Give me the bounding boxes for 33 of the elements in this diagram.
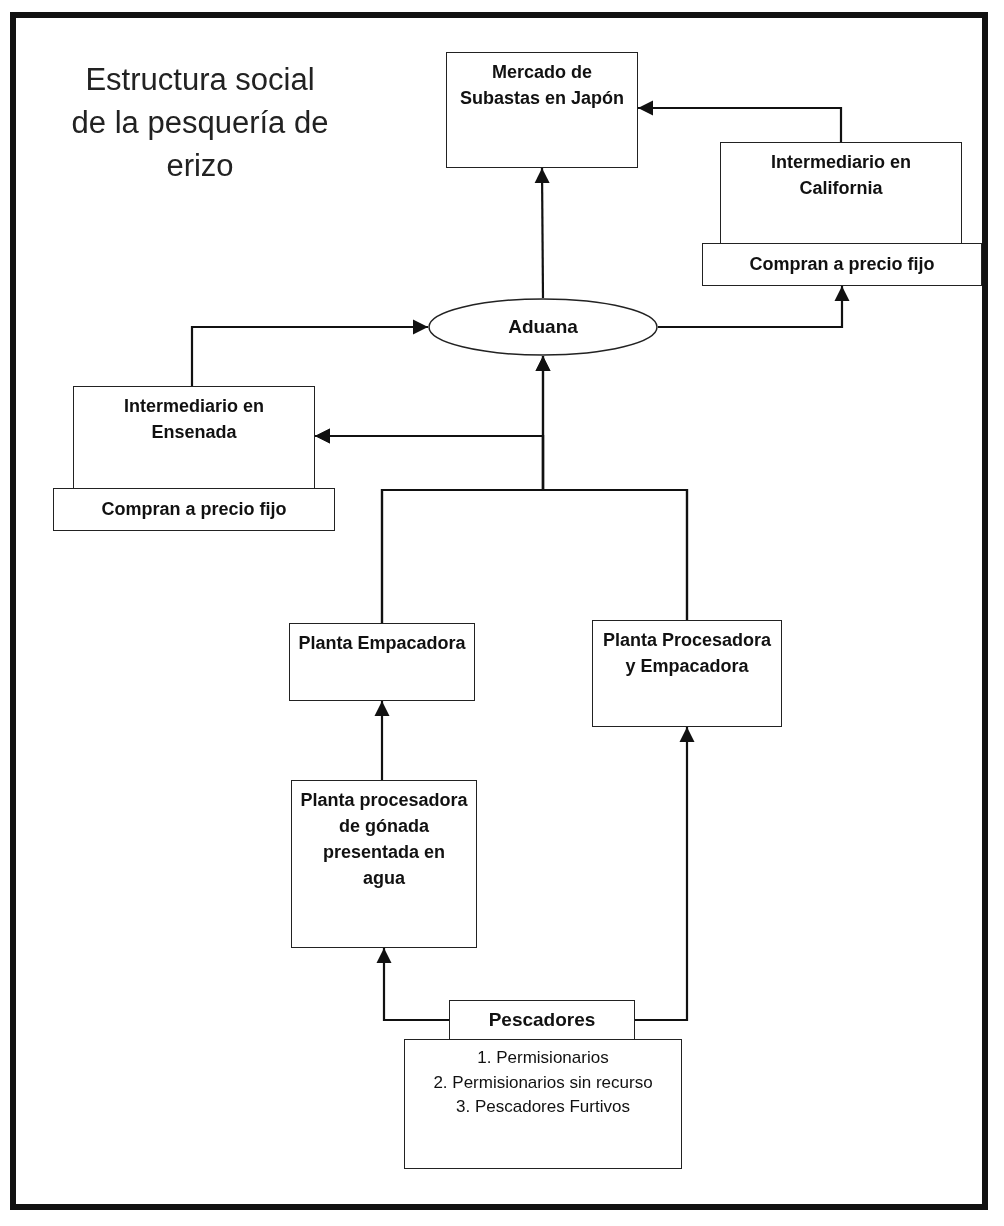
process-box <box>291 780 477 948</box>
process-box <box>404 1039 682 1169</box>
arrow <box>635 727 695 1022</box>
node-label: Mercado de Subastas en Japón <box>458 61 626 111</box>
process-box <box>446 52 638 168</box>
arrow <box>658 286 850 329</box>
node-label: Intermediario en Ensenada <box>122 395 265 445</box>
arrow <box>374 701 390 780</box>
process-box <box>702 243 982 286</box>
node-label: Compran a precio fijo <box>101 498 287 522</box>
arrow <box>376 948 449 1022</box>
node-label: Planta procesadora de gónada presentada en agua <box>300 789 468 891</box>
arrow <box>315 428 689 620</box>
arrow <box>534 168 550 298</box>
process-box <box>73 386 315 490</box>
node-label: Intermediario en California <box>769 151 912 201</box>
arrow <box>190 319 428 386</box>
node-label: 3. Pescadores Furtivos <box>456 1096 630 1119</box>
node-label: Compran a precio fijo <box>749 253 935 277</box>
node-label: Pescadores <box>488 1008 596 1033</box>
node-label: 1. Permisionarios <box>477 1047 609 1069</box>
diagram-title: Estructura social de la pesquería de erizo <box>70 61 330 185</box>
node-label: Planta Empacadora <box>298 632 466 655</box>
node-label: Planta Procesadora y Empacadora <box>601 629 773 679</box>
process-box <box>592 620 782 727</box>
node-label: Aduana <box>508 315 578 340</box>
ellipse-node <box>428 298 658 356</box>
arrow <box>638 100 843 142</box>
process-box <box>289 623 475 701</box>
node-label: 2. Permisionarios sin recurso <box>433 1071 653 1094</box>
process-box <box>720 142 962 245</box>
process-box <box>449 1000 635 1040</box>
process-box <box>53 488 335 531</box>
